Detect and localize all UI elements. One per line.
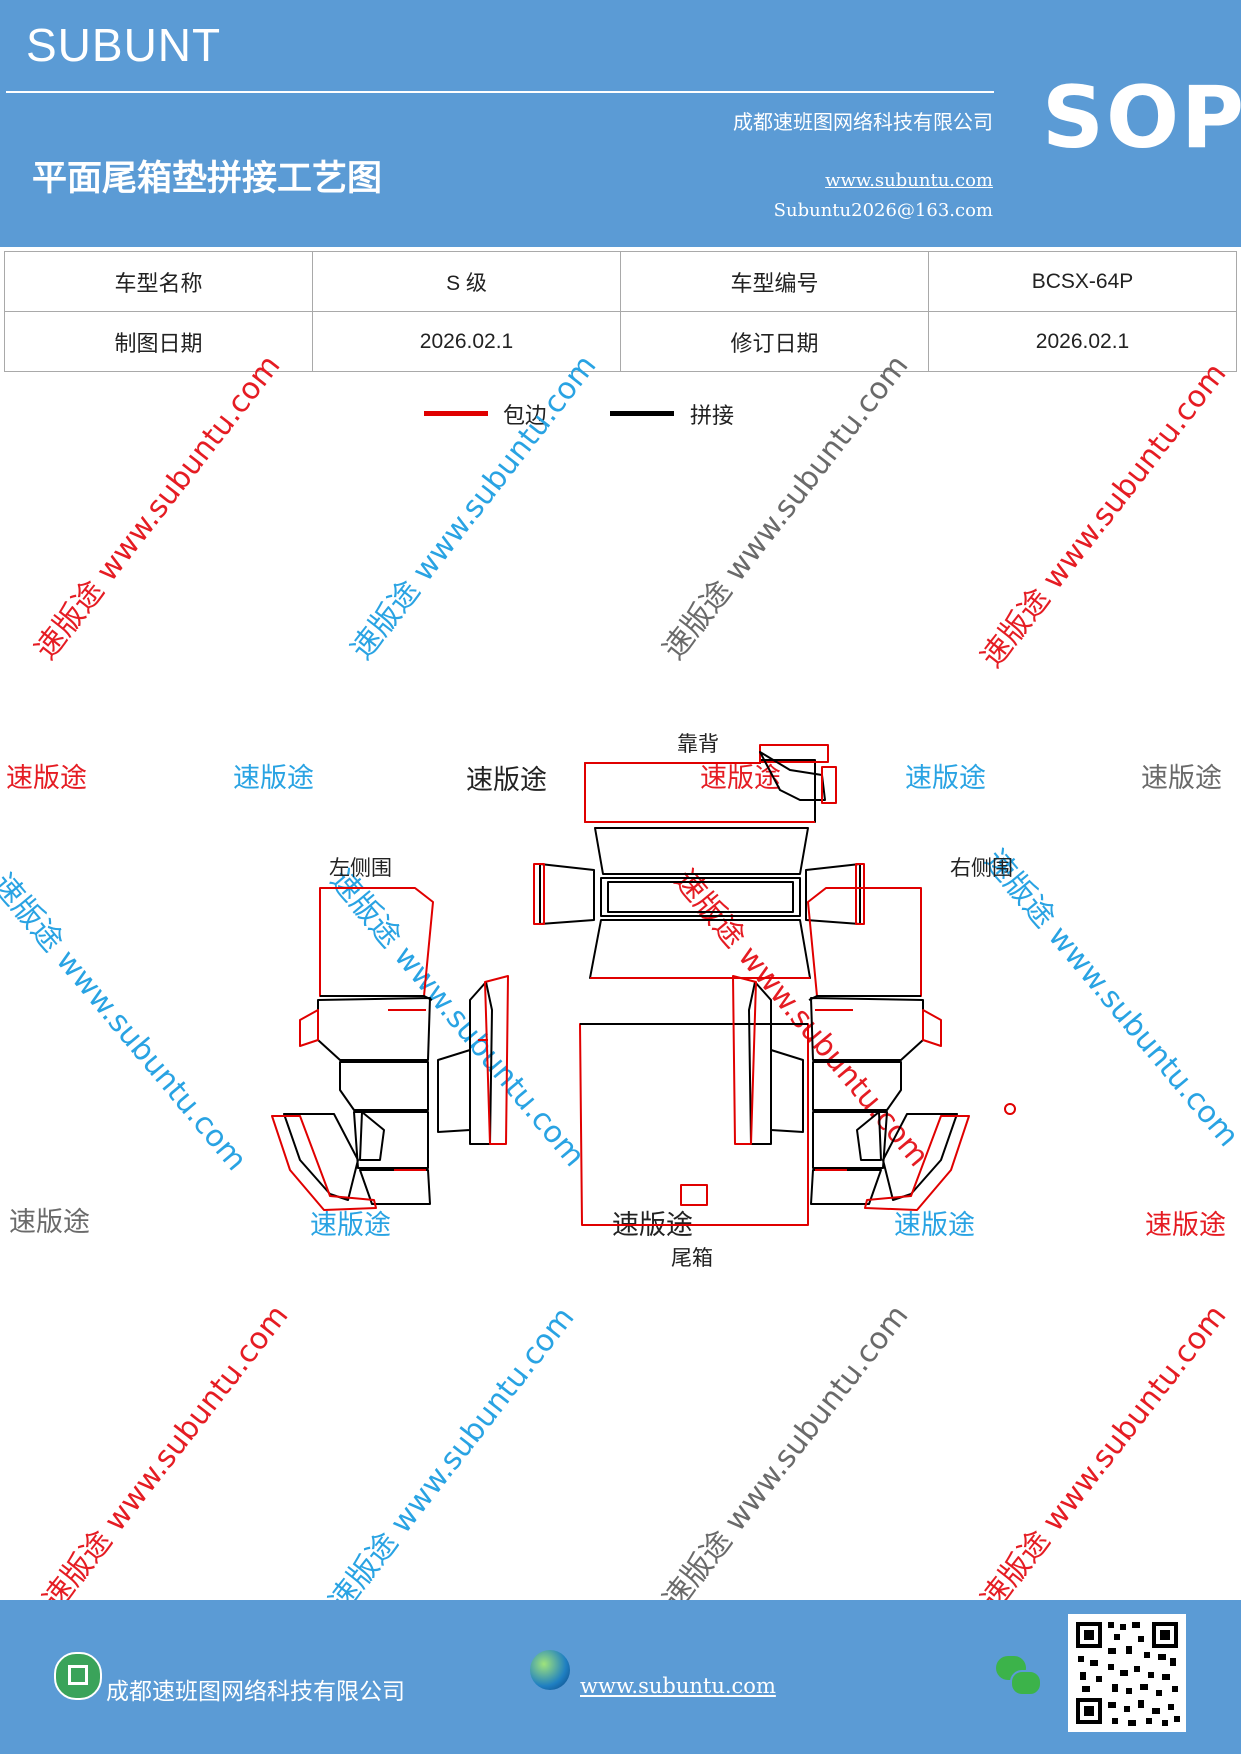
watermark-text: 速版途 — [310, 1210, 391, 1241]
label-revision-date: 修订日期 — [620, 311, 929, 372]
legend-swatch-edge — [424, 411, 488, 416]
email-address: Subuntu2026@163.com — [773, 200, 993, 221]
value-revision-date: 2026.02.1 — [928, 311, 1237, 372]
header-banner: SUBUNT SOP 成都速班图网络科技有限公司 平面尾箱垫拼接工艺图 www.… — [0, 0, 1241, 247]
label-draw-date: 制图日期 — [4, 311, 313, 372]
right-side-panels — [732, 887, 970, 1211]
footer-company: 成都速班图网络科技有限公司 — [106, 1679, 405, 1705]
label-model-code: 车型编号 — [620, 251, 929, 312]
label-left-side: 左侧围 — [329, 856, 392, 880]
wechat-icon — [996, 1656, 1042, 1696]
header-divider — [6, 91, 994, 93]
value-model-code: BCSX-64P — [928, 251, 1237, 312]
table-row: 车型名称 S 级 车型编号 BCSX-64P — [4, 251, 1237, 312]
watermark-text: 速版途 — [1141, 763, 1222, 794]
label-right-side: 右侧围 — [950, 856, 1013, 880]
watermark-text: 速版途 — [233, 763, 314, 794]
label-backrest: 靠背 — [677, 732, 719, 756]
qr-code[interactable] — [1068, 1614, 1186, 1732]
legend-swatch-seam — [610, 411, 674, 416]
watermark-text: 速版途 — [1145, 1210, 1226, 1241]
vehicle-info-table: 车型名称 S 级 车型编号 BCSX-64P 制图日期 2026.02.1 修订… — [4, 251, 1237, 372]
label-trunk: 尾箱 — [671, 1246, 713, 1270]
website-link[interactable]: www.subuntu.com — [825, 170, 993, 191]
watermark-text: 速版途 — [905, 763, 986, 794]
legend-label-seam: 拼接 — [690, 404, 735, 429]
sop-mark: SOP — [1042, 68, 1241, 168]
qr-code-pattern — [1076, 1622, 1180, 1726]
table-row: 制图日期 2026.02.1 修订日期 2026.02.1 — [4, 311, 1237, 372]
legend-label-edge: 包边 — [503, 404, 548, 429]
footer-banner: 成都速班图网络科技有限公司 www.subuntu.com — [0, 1600, 1241, 1754]
brand-name: SUBUNT — [26, 19, 222, 71]
globe-icon — [530, 1650, 570, 1690]
value-draw-date: 2026.02.1 — [312, 311, 621, 372]
trunk-floor-panel — [579, 1023, 809, 1226]
watermark-text: 速版途 — [6, 763, 87, 794]
value-model-name: S 级 — [312, 251, 621, 312]
watermark-text: 速版途 — [894, 1210, 975, 1241]
watermark-text: 速版途 — [9, 1207, 90, 1238]
label-model-name: 车型名称 — [4, 251, 313, 312]
left-side-panels — [271, 887, 509, 1211]
backrest-panels — [533, 744, 865, 979]
watermark-text: 速版途 — [466, 765, 547, 796]
document-title: 平面尾箱垫拼接工艺图 — [32, 159, 383, 199]
company-icon — [54, 1652, 102, 1700]
company-name: 成都速班图网络科技有限公司 — [733, 110, 993, 134]
footer-website[interactable]: www.subuntu.com — [580, 1674, 776, 1698]
